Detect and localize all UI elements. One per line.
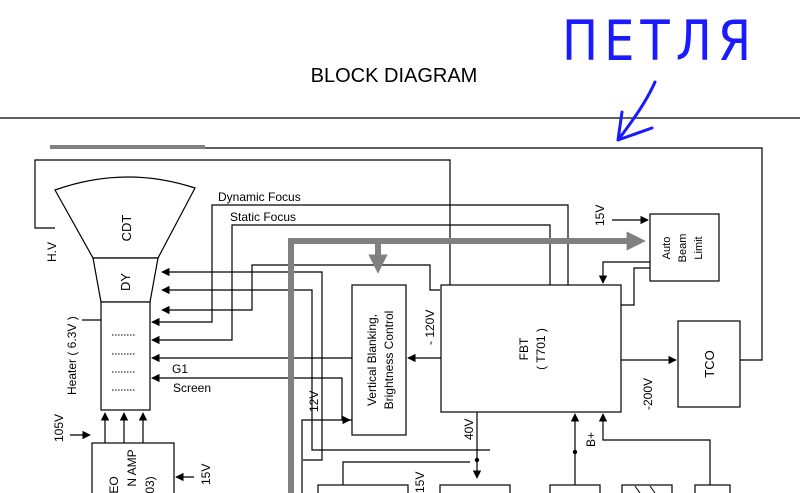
video-amp-block <box>91 442 175 493</box>
neck-pins <box>112 334 136 391</box>
cdt-label: CDT <box>119 215 134 242</box>
dy-label: DY <box>118 273 133 291</box>
bottom-block-4-ticks <box>634 485 656 493</box>
video-amp-label-2: N AMP <box>125 449 139 486</box>
minus120-label: - 120V <box>423 310 437 345</box>
v105-label: 105V <box>52 414 66 442</box>
dy-feed-wire-2 <box>161 285 490 451</box>
v12-wire <box>301 415 351 493</box>
dy-feed-wire-3 <box>161 264 440 315</box>
tco-block <box>677 320 741 408</box>
vertical-blanking-block <box>351 284 407 436</box>
bplus-junction <box>572 449 578 455</box>
bottom-block-2 <box>439 484 511 493</box>
hv-wire <box>34 159 451 285</box>
handwritten-annotation: ПЕТЛЯ <box>562 10 757 142</box>
cdt-funnel <box>54 176 196 259</box>
video-amp-label-1: EO <box>107 476 121 493</box>
video-amp-label-3: 03) <box>143 476 157 493</box>
abl-feedback-wire <box>598 261 650 284</box>
annotation-text: ПЕТЛЯ <box>562 10 757 74</box>
bottom-mid-wire <box>342 461 470 493</box>
v12-label: 12V <box>307 391 321 412</box>
thick-grey-arrow <box>288 231 646 493</box>
fbt-label: FBT <box>517 337 531 360</box>
annotation-arrow-icon <box>616 80 657 142</box>
v40-junction <box>474 457 480 463</box>
tco-label: TCO <box>702 350 717 377</box>
cdt-tube: CDT DY <box>54 176 196 411</box>
feedback-loop-wire <box>205 147 763 361</box>
bottom-block-4 <box>621 484 673 493</box>
screen-label: Screen <box>173 381 211 395</box>
abl-15v-label: 15V <box>593 205 607 226</box>
bottom-right-wire <box>598 413 711 493</box>
neck-section <box>100 301 151 411</box>
dynamic-focus-wire <box>151 204 569 327</box>
static-focus-wire <box>151 224 551 345</box>
fbt-block <box>440 284 622 413</box>
dynamic-focus-label: Dynamic Focus <box>218 190 301 204</box>
auto-beam-limit-block <box>649 213 720 282</box>
g1-label: G1 <box>172 362 188 376</box>
vertical-blanking-label-1: Vertical Blanking, <box>365 314 379 406</box>
bottom-block-5 <box>694 484 731 493</box>
page-title: BLOCK DIAGRAM <box>311 65 478 87</box>
fbt-part-label: ( T701 ) <box>534 328 548 370</box>
hv-label: H.V <box>45 242 59 262</box>
auto-beam-label-2: Beam <box>677 234 689 263</box>
abl-fbt-wire <box>621 267 650 306</box>
bplus-label: B+ <box>584 432 598 447</box>
bottom-block-1 <box>317 484 409 493</box>
video-15v-label: 15V <box>199 464 213 485</box>
heater-label: Heater ( 6.3V ) <box>65 316 79 395</box>
bottom-block-3 <box>549 484 601 493</box>
minus200-label: -200V <box>641 378 655 410</box>
bottom-15v-label: 15V <box>413 472 427 493</box>
vertical-blanking-label-2: Brightness Control <box>382 311 396 410</box>
static-focus-label: Static Focus <box>230 210 296 224</box>
auto-beam-label-3: Limit <box>693 236 705 259</box>
video-amp-outputs <box>100 412 148 443</box>
dy-feed-wire-1 <box>161 267 323 461</box>
v40-label: 40V <box>462 419 476 440</box>
auto-beam-label-1: Auto <box>661 237 673 260</box>
